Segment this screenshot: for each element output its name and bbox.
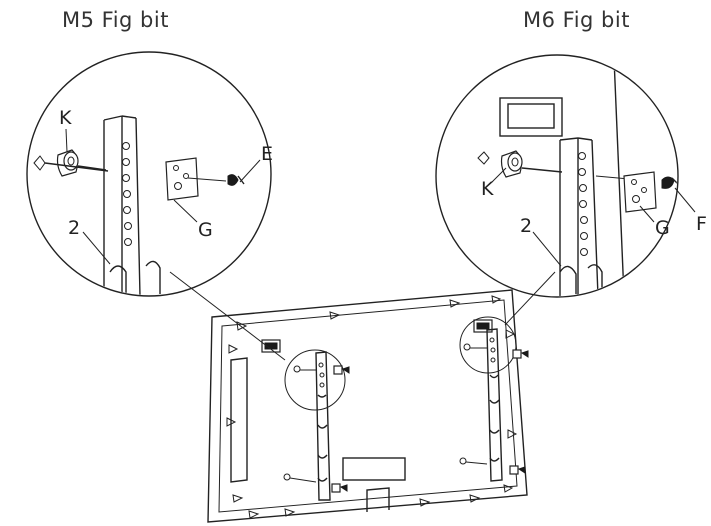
label-g-right: G: [655, 217, 670, 239]
label-g-left: G: [198, 219, 213, 241]
leader-right: [504, 271, 556, 326]
tv-back-panel: [207, 289, 529, 523]
leader-left: [169, 271, 286, 361]
label-k-right: K: [481, 178, 494, 200]
detail-circle-m6: K F 2 G: [435, 54, 707, 298]
label-k-left: K: [59, 107, 72, 129]
label-e: E: [261, 143, 273, 165]
right-mount-rail: [459, 328, 529, 482]
label-f: F: [696, 213, 707, 235]
label-2-left: 2: [68, 217, 80, 239]
detail-circle-m5: K E 2 G: [26, 51, 273, 297]
heading-m6-fig: M6 Fig bit: [523, 8, 630, 32]
label-2-right: 2: [520, 215, 532, 237]
left-mount-rail: [283, 351, 350, 501]
heading-m5-fig: M5 Fig bit: [62, 8, 169, 32]
